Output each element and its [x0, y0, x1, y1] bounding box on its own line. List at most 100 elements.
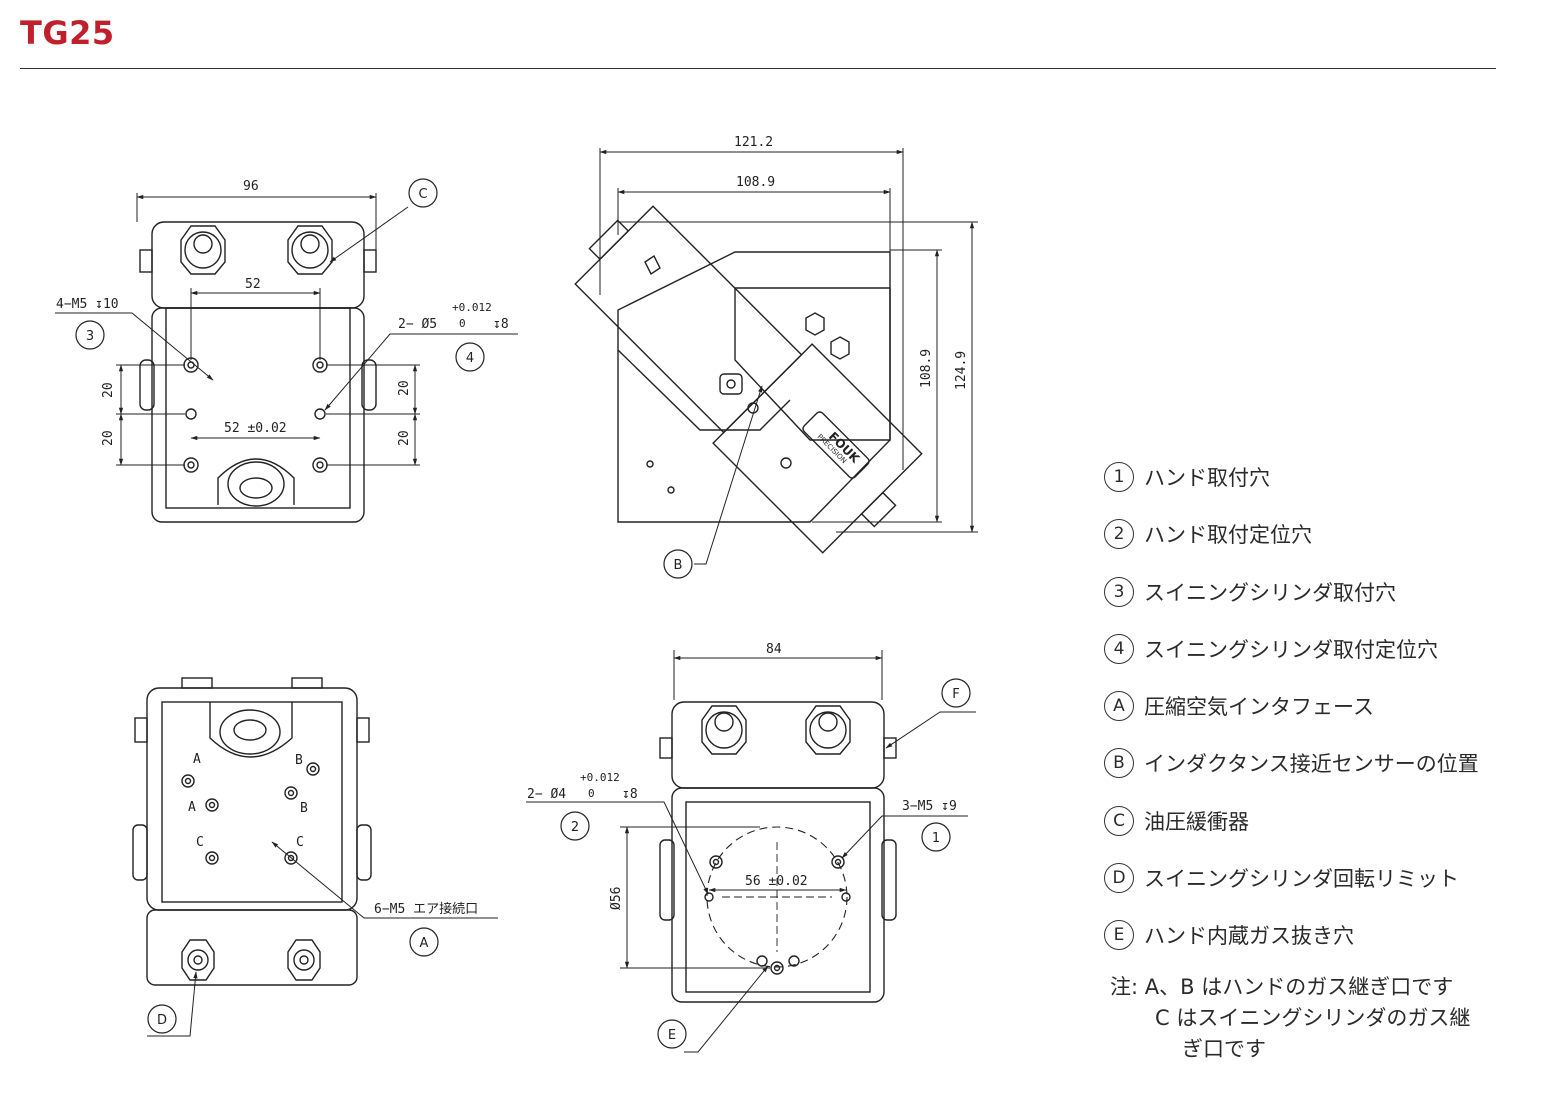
tl-tap-spec: 4−M5 ↧10: [56, 297, 119, 312]
tl-inner-frame: [165, 307, 351, 509]
bl-port: [284, 786, 298, 800]
tl-pin-spec: 2− Ø5: [398, 317, 437, 332]
bl-port: [181, 774, 195, 788]
br-body: [671, 787, 885, 1003]
tl-callout-bubble: [75, 320, 105, 350]
br-tap-spec: 3−M5 ↧9: [902, 799, 957, 814]
br-side-lug: [659, 839, 675, 921]
legend-item: 1 ハンド取付穴: [1104, 458, 1554, 496]
tl-vert-dim: 20: [397, 430, 412, 446]
legend-text: ハンド取付定位穴: [1144, 523, 1312, 548]
legend-item: C 油圧緩衝器: [1104, 802, 1554, 840]
legend-text: スイニングシリンダ取付穴: [1144, 580, 1396, 605]
br-pin-spec: 2− Ø4: [527, 787, 566, 802]
tl-pin-tol-upper: +0.012: [452, 301, 492, 314]
tl-body: [151, 307, 365, 523]
tr-body-hole: [780, 457, 792, 469]
tr-width-inner: 108.9: [736, 175, 775, 190]
legend-item: E ハンド内蔵ガス抜き穴: [1104, 916, 1554, 954]
br-callout-bubble: [921, 822, 951, 852]
tr-height-overall: 124.9: [954, 351, 969, 390]
br-hole: [709, 855, 723, 869]
bl-port-label: B: [295, 753, 303, 768]
tl-pin-hole: [314, 408, 326, 420]
tl-shock-absorber-right: [287, 225, 333, 275]
tr-callout-label: B: [674, 558, 683, 573]
br-pin-hole: [841, 892, 851, 902]
tr-hex-nut: [644, 254, 661, 276]
bl-port: [284, 851, 298, 865]
legend-marker: 3: [1104, 576, 1134, 607]
br-callout-bubble: [657, 1019, 687, 1049]
bl-port-label: A: [193, 752, 201, 767]
tl-callout-label: 4: [466, 351, 474, 366]
tr-hex-plug: [830, 336, 850, 360]
br-shock-absorber: [805, 705, 851, 755]
tl-vert-dim: 20: [101, 430, 116, 446]
br-pitch-dim: 56 ±0.02: [745, 874, 808, 889]
tr-base-plate: [617, 251, 891, 523]
legend-marker: 1: [1104, 462, 1134, 492]
bl-lower-block: [146, 909, 358, 986]
bl-port: [306, 762, 320, 776]
title-divider: [20, 68, 1496, 69]
tl-pitch-tol-dim: 52 ±0.02: [224, 421, 287, 436]
br-pin-tol-lower: 0: [588, 787, 595, 800]
legend-item: 4 スイニングシリンダ取付定位穴: [1104, 630, 1554, 668]
bl-side-stub: [134, 717, 148, 743]
tl-side-lug-left: [139, 359, 155, 411]
tl-pitch-dim: 52: [245, 277, 261, 292]
tl-vert-dim: 20: [397, 380, 412, 396]
bl-callout-bubble: [147, 1004, 177, 1034]
br-shock-absorber: [701, 705, 747, 755]
tr-sensor-screw: [726, 379, 736, 389]
legend-item: B インダクタンス接近センサーの位置: [1104, 744, 1554, 782]
tl-callout-bubble: [408, 178, 438, 208]
bl-rotary-port: [209, 702, 293, 758]
tl-rotary-port: [217, 458, 295, 507]
bl-body: [146, 687, 358, 911]
legend-text: スイニングシリンダ取付定位穴: [1144, 637, 1438, 662]
tl-pin-depth: ↧8: [493, 317, 509, 332]
br-callout-label: 1: [932, 831, 940, 846]
legend-marker: 4: [1104, 633, 1134, 664]
note-line: ぎ口です: [1182, 1037, 1266, 1061]
br-inner-frame: [685, 801, 871, 993]
tr-width-overall: 121.2: [734, 135, 773, 150]
tl-width-dim: 96: [243, 179, 259, 194]
br-pin-hole: [704, 892, 714, 902]
legend-marker: C: [1104, 805, 1134, 836]
tl-shock-absorber-left: [180, 225, 226, 275]
legend-text: 油圧緩衝器: [1144, 809, 1249, 834]
tr-cylinder-body: [574, 205, 923, 554]
tl-hole: [312, 357, 328, 373]
bl-port-label: B: [300, 801, 308, 816]
legend-marker: 2: [1104, 519, 1134, 550]
br-width-dim: 84: [766, 642, 782, 657]
bl-port-label: C: [296, 835, 304, 850]
bottom-right-view: [526, 650, 976, 1053]
br-callout-bubble: [941, 678, 971, 708]
br-pin-tol-upper: +0.012: [580, 771, 620, 784]
legend-text: ハンド内蔵ガス抜き穴: [1144, 924, 1354, 949]
top-right-view: [574, 148, 978, 579]
legend-marker: A: [1104, 691, 1134, 722]
bl-callout-label: D: [157, 1013, 167, 1028]
br-callout-label: E: [668, 1028, 676, 1043]
legend-text: ハンド取付穴: [1144, 466, 1270, 490]
tl-pin-tol-lower: 0: [459, 317, 466, 330]
br-pin-depth: ↧8: [622, 787, 638, 802]
tr-body-hole: [646, 460, 654, 468]
bl-port-label: A: [188, 800, 196, 815]
br-vent-hole: [788, 955, 800, 967]
br-side-lug: [881, 839, 897, 921]
tr-body-hole: [667, 486, 675, 494]
tr-hex-plug: [805, 312, 825, 336]
bl-side-lug: [132, 824, 148, 881]
tl-side-lug-right: [361, 359, 377, 411]
tl-side-stub-left: [139, 249, 153, 273]
bl-top-stub: [291, 677, 323, 689]
legend-item: 3 スイニングシリンダ取付穴: [1104, 573, 1554, 611]
br-vent-hole: [756, 955, 768, 967]
